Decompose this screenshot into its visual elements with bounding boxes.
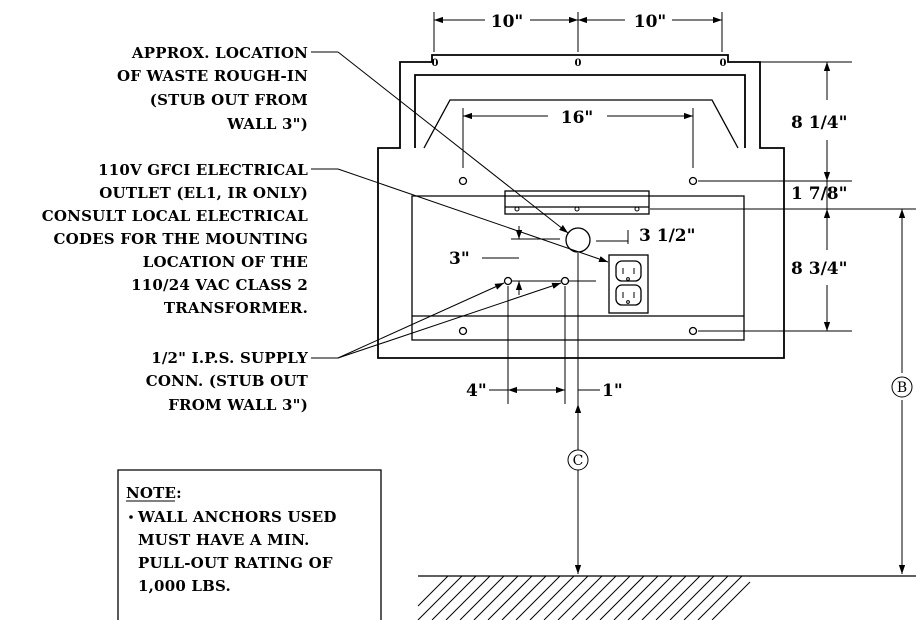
mounting-bracket <box>504 190 650 215</box>
callout-waste-line-4: WALL 3") <box>226 115 308 133</box>
dim-1-7-8: 1 7/8" <box>791 184 847 204</box>
mounting-holes <box>458 176 698 336</box>
note-bullet <box>129 515 133 519</box>
callout-outlet-line-4: CODES FOR THE MOUNTING <box>54 230 308 248</box>
dim-3-lines <box>482 226 560 295</box>
dim-16: 16" <box>561 108 594 128</box>
marker-c-circle <box>567 449 589 471</box>
dim-1: 1" <box>602 381 623 401</box>
callout-outlet-line-5: LOCATION OF THE <box>143 253 308 271</box>
leader-supply <box>311 282 562 359</box>
callout-supply-line-3: FROM WALL 3") <box>168 396 308 414</box>
note-line-3: PULL-OUT RATING OF <box>138 554 333 572</box>
dim-4-1-lines <box>489 253 600 404</box>
dim-top-right: 10" <box>634 12 667 32</box>
callout-supply-line-2: CONN. (STUB OUT <box>146 372 309 390</box>
callout-outlet-text: 110V GFCI ELECTRICAL OUTLET (EL1, IR ONL… <box>42 161 308 317</box>
dim-3-1-2: 3 1/2" <box>639 226 695 246</box>
note-line-2: MUST HAVE A MIN. <box>138 531 310 549</box>
marker-b-circle <box>891 376 913 398</box>
zero-mark-mid: 0 <box>575 58 582 69</box>
zero-mark-right: 0 <box>720 58 727 69</box>
dim-8-1-4: 8 1/4" <box>791 113 847 133</box>
dim-3: 3" <box>449 249 470 269</box>
leader-waste <box>311 51 569 234</box>
callout-outlet-line-6: 110/24 VAC CLASS 2 <box>131 276 308 294</box>
callout-outlet-line-2: OUTLET (EL1, IR ONLY) <box>99 184 308 202</box>
supply-connections <box>503 276 596 286</box>
floor-hatch <box>417 575 916 620</box>
callout-waste-line-3: (STUB OUT FROM <box>150 91 308 109</box>
leader-outlet <box>311 168 609 263</box>
dim-8-3-4: 8 3/4" <box>791 259 847 279</box>
marker-b: B <box>897 380 907 396</box>
dim-4: 4" <box>466 381 487 401</box>
note-line-1: WALL ANCHORS USED <box>137 508 337 526</box>
gfci-outlet <box>608 254 649 314</box>
callout-waste-text: APPROX. LOCATION OF WASTE ROUGH-IN (STUB… <box>117 44 308 133</box>
zero-mark-left: 0 <box>432 58 439 69</box>
note-box: NOTE: WALL ANCHORS USED MUST HAVE A MIN.… <box>117 469 382 620</box>
callout-outlet-line-1: 110V GFCI ELECTRICAL <box>98 161 308 179</box>
callout-supply-text: 1/2" I.P.S. SUPPLY CONN. (STUB OUT FROM … <box>146 349 309 414</box>
note-title: NOTE: <box>126 484 182 502</box>
callout-supply-line-1: 1/2" I.P.S. SUPPLY <box>151 349 308 367</box>
right-dimension-lines <box>650 61 916 574</box>
dim-top-left: 10" <box>491 12 524 32</box>
callout-outlet-line-3: CONSULT LOCAL ELECTRICAL <box>42 207 308 225</box>
top-dimension <box>433 12 723 52</box>
callout-waste-line-1: APPROX. LOCATION <box>131 44 308 62</box>
callout-waste-line-2: OF WASTE ROUGH-IN <box>117 67 308 85</box>
note-line-4: 1,000 LBS. <box>138 577 231 595</box>
dim-16-lines <box>462 108 694 168</box>
callout-outlet-line-7: TRANSFORMER. <box>164 299 308 317</box>
marker-c: C <box>573 453 584 469</box>
